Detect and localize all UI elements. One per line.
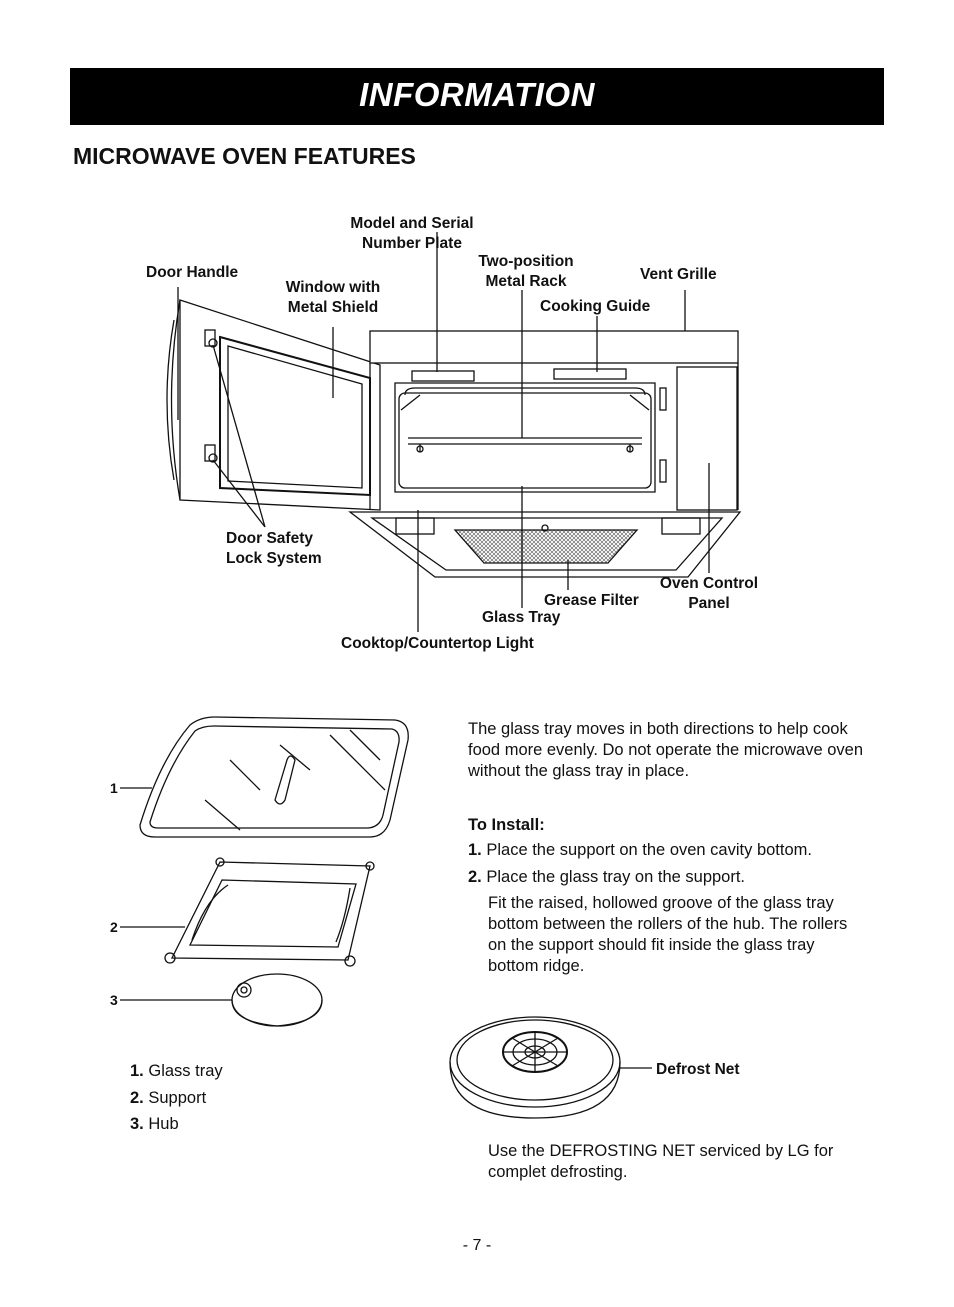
model-serial-label: Model and Serial Number Plate — [336, 214, 488, 254]
callout-2: 2 — [110, 919, 118, 935]
legend-text: Hub — [148, 1115, 179, 1133]
step-text: Place the support on the oven cavity bot… — [486, 841, 812, 859]
vent-grille-label: Vent Grille — [640, 266, 717, 283]
step-num: 1. — [468, 841, 482, 859]
step-num: 2. — [468, 868, 482, 886]
legend-num: 3. — [130, 1115, 144, 1133]
legend-num: 1. — [130, 1062, 144, 1080]
header-banner: INFORMATION — [70, 68, 884, 125]
step-text: Place the glass tray on the support. — [486, 868, 746, 886]
section-title: MICROWAVE OVEN FEATURES — [73, 143, 416, 169]
callout-1: 1 — [110, 780, 118, 796]
oven-control-line-2: Panel — [688, 595, 730, 612]
cooktop-light-label: Cooktop/Countertop Light — [341, 635, 534, 652]
legend-num: 2. — [130, 1088, 144, 1107]
defrost-net-label: Defrost Net — [656, 1061, 740, 1078]
model-serial-line-2: Number Plate — [362, 235, 462, 252]
install-step-2: 2. Place the glass tray on the support. — [468, 867, 868, 888]
grease-filter-label: Grease Filter — [544, 592, 639, 609]
window-label: Window with Metal Shield — [275, 278, 391, 318]
callout-3: 3 — [110, 992, 118, 1008]
page-number: - 7 - — [462, 1237, 492, 1254]
door-lock-label: Door Safety Lock System — [226, 529, 322, 569]
door-lock-line-2: Lock System — [226, 550, 322, 567]
oven-control-line-1: Oven Control — [659, 575, 759, 592]
install-heading: To Install: — [468, 816, 545, 834]
oven-control-label: Oven Control Panel — [652, 574, 766, 614]
rack-label: Two-position Metal Rack — [467, 252, 585, 292]
header-title: INFORMATION — [359, 76, 595, 113]
legend-item: 2. Support — [130, 1085, 223, 1112]
install-step-1: 1. Place the support on the oven cavity … — [468, 840, 868, 861]
rack-line-2: Metal Rack — [485, 273, 567, 290]
tray-intro: The glass tray moves in both directions … — [468, 720, 863, 780]
fit-note: Fit the raised, hollowed groove of the g… — [488, 894, 848, 975]
door-lock-line-1: Door Safety — [226, 530, 313, 547]
defrost-note: Use the DEFROSTING NET serviced by LG fo… — [488, 1142, 834, 1181]
legend-text: Support — [148, 1088, 207, 1107]
legend-text: Glass tray — [148, 1062, 223, 1080]
model-serial-line-1: Model and Serial — [350, 215, 474, 232]
microwave-diagram — [166, 232, 742, 632]
legend-item: 3. Hub — [130, 1111, 223, 1138]
tray-legend: 1. Glass tray 2. Support 3. Hub — [130, 1058, 223, 1138]
window-line-2: Metal Shield — [287, 299, 379, 316]
cooking-guide-label: Cooking Guide — [540, 298, 651, 315]
legend-item: 1. Glass tray — [130, 1058, 223, 1085]
window-line-1: Window with — [285, 279, 381, 296]
rack-line-1: Two-position — [478, 253, 574, 270]
door-handle-label: Door Handle — [146, 264, 239, 281]
glass-tray-label: Glass Tray — [482, 609, 561, 626]
